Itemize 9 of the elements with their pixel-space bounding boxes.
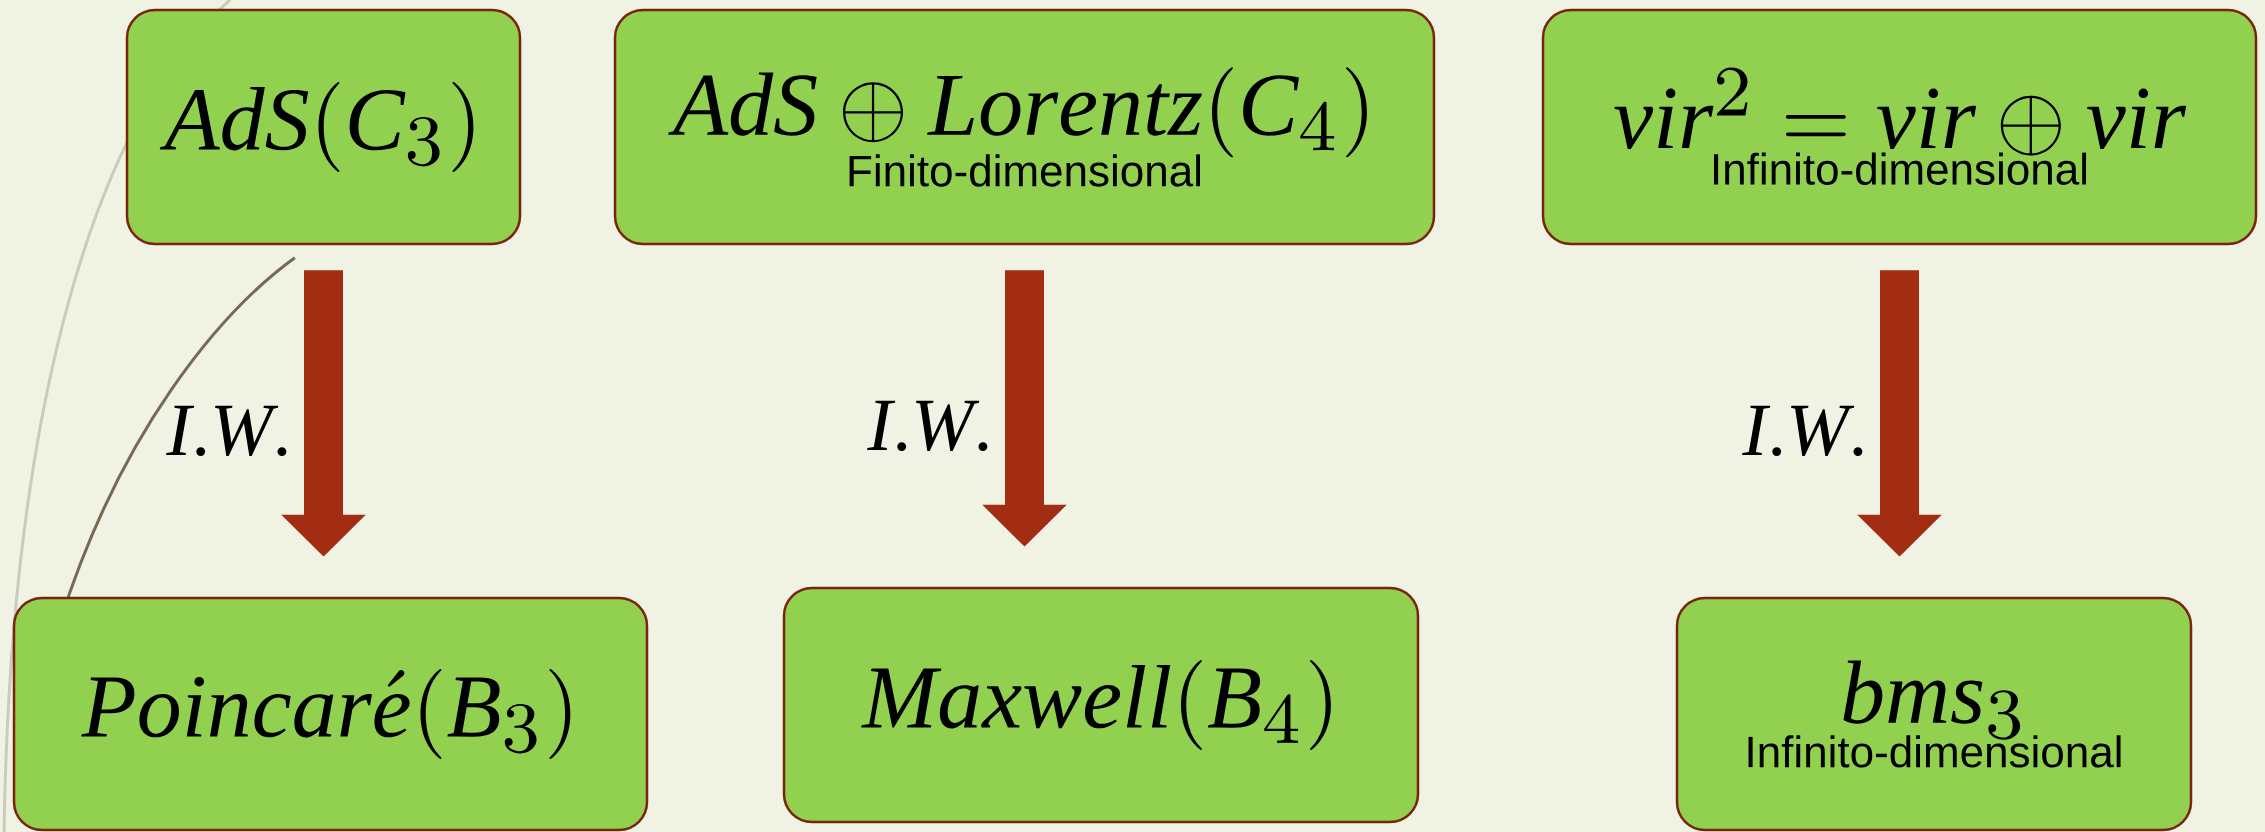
math-box: $Poincar\acute{e}(B_3)$ <box>12 596 649 832</box>
math-box: $Maxwell(B_4)$ <box>782 586 1420 824</box>
edge-label: $I.W.$ <box>867 400 988 452</box>
edge-label: $I.W.$ <box>1742 405 1863 457</box>
math-box: $AdS \oplus Lorentz(C_4)$ Finito-dimensional <box>613 8 1436 246</box>
math-box: $bms_3$ Infinito-dimensional <box>1675 596 2193 832</box>
edge-label: $I.W.$ <box>166 405 287 457</box>
math-box: $vir^2 = vir \oplus vir$ Infinito-dimensional <box>1541 8 2258 246</box>
math-box: $AdS(C_3)$ <box>125 8 522 246</box>
